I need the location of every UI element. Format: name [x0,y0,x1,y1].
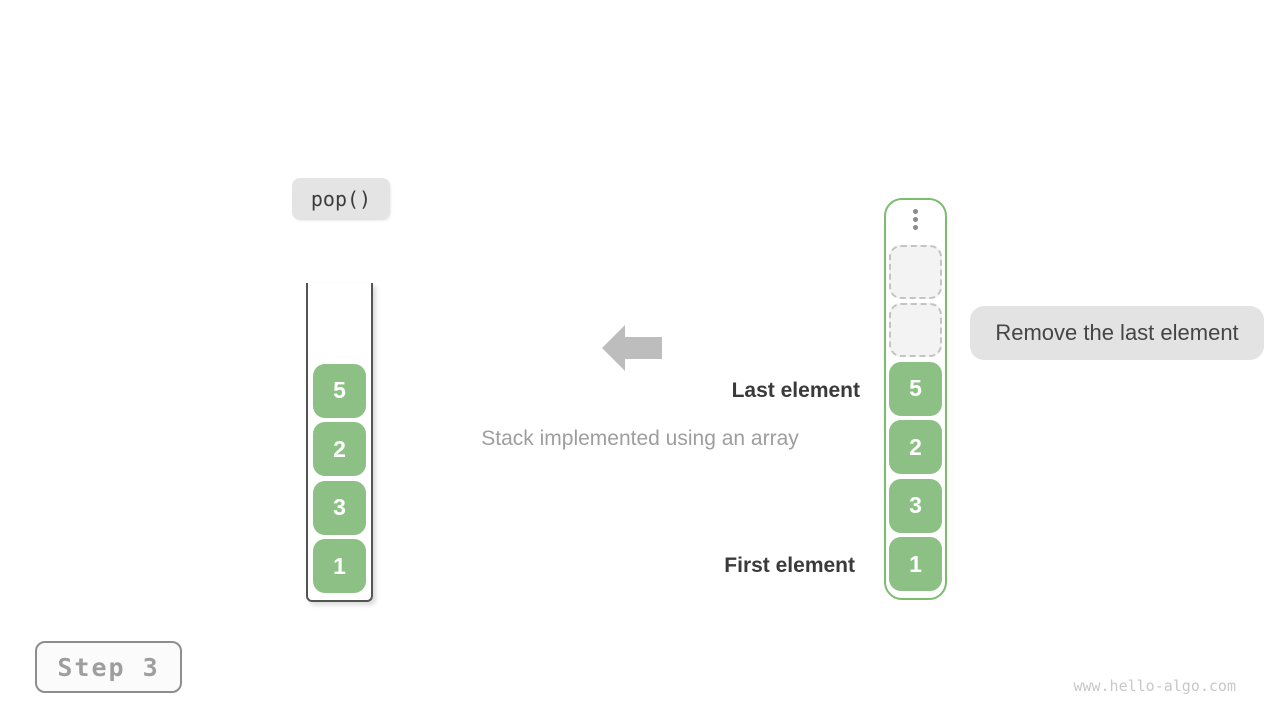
step-badge: Step 3 [35,641,182,693]
array-container: 5 2 3 1 [884,198,947,600]
ellipsis-dot [913,209,918,214]
watermark: www.hello-algo.com [1073,677,1236,695]
ellipsis-dot [913,217,918,222]
empty-slot [889,303,942,357]
array-block: 1 [889,537,942,591]
stack-block: 3 [313,480,366,535]
array-block: 2 [889,420,942,474]
stack-block: 2 [313,422,366,476]
array-block: 3 [889,478,942,533]
stack-container: 5 2 3 1 [306,283,373,602]
empty-slot [889,244,942,299]
ellipsis-dot [913,225,918,230]
first-element-label: First element [724,554,855,577]
remove-annotation: Remove the last element [970,306,1264,360]
pop-operation-label: pop() [292,178,390,220]
stack-block: 1 [313,539,366,593]
ellipsis-icon [913,209,918,230]
last-element-label: Last element [731,379,860,402]
array-block: 5 [889,361,942,416]
arrow-left-icon [602,325,662,371]
caption: Stack implemented using an array [481,427,799,450]
stack-block: 5 [313,363,366,418]
